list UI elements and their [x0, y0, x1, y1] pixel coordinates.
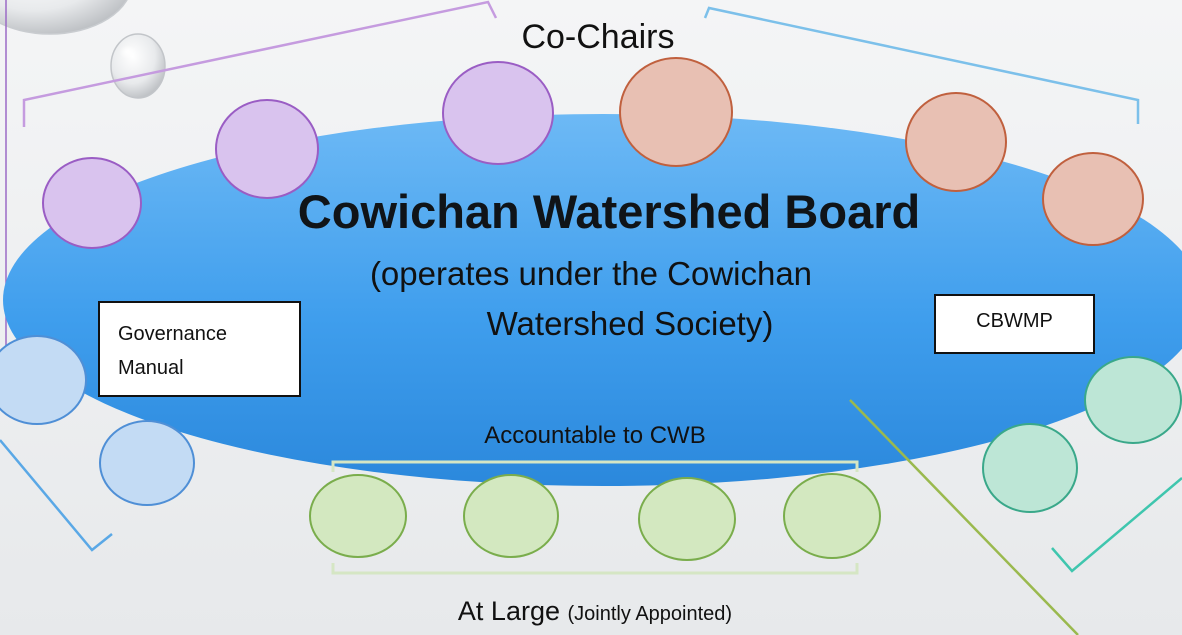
at-large-bracket: [331, 563, 859, 575]
accountable-label: Accountable to CWB: [484, 422, 706, 449]
right-teal-bracket: [1051, 477, 1182, 573]
board-subtitle-line1: (operates under the Cowichan: [369, 255, 813, 292]
governance-manual-box: Governance Manual: [98, 301, 301, 397]
at-large-main: At Large: [457, 596, 560, 626]
at-large-label: At Large (Jointly Appointed): [0, 596, 1182, 627]
seat-blue-2: [99, 420, 195, 506]
seat-teal-2: [982, 423, 1078, 513]
seat-green-1: [309, 474, 407, 558]
seat-green-2: [463, 474, 559, 558]
board-subtitle-line2: Watershed Society): [486, 305, 774, 342]
water-drop-large: [0, 0, 128, 35]
seat-purple-3: [442, 61, 554, 165]
board-title: Cowichan Watershed Board: [297, 185, 921, 238]
blue-bracket: [703, 6, 1140, 124]
cbwmp-box: CBWMP: [934, 294, 1095, 354]
governance-box-line1: Governance: [118, 323, 227, 345]
at-large-note: (Jointly Appointed): [567, 603, 733, 625]
seat-salmon-3: [1042, 152, 1144, 246]
accountable-bracket: [331, 460, 859, 472]
seat-purple-2: [215, 99, 319, 199]
seat-blue-1: [0, 335, 87, 425]
governance-box-line2: Manual: [118, 357, 184, 379]
left-blue-bracket: [0, 439, 113, 552]
seat-salmon-1: [619, 57, 733, 167]
seat-teal-1: [1084, 356, 1182, 444]
seat-green-3: [638, 477, 736, 561]
seat-green-4: [783, 473, 881, 559]
diagonal-connector-line: [849, 399, 1079, 635]
water-drop-shine: [119, 45, 137, 59]
purple-bracket: [22, 0, 498, 127]
seat-salmon-2: [905, 92, 1007, 192]
co-chairs-label: Co-Chairs: [521, 18, 675, 56]
seat-purple-1: [42, 157, 142, 249]
